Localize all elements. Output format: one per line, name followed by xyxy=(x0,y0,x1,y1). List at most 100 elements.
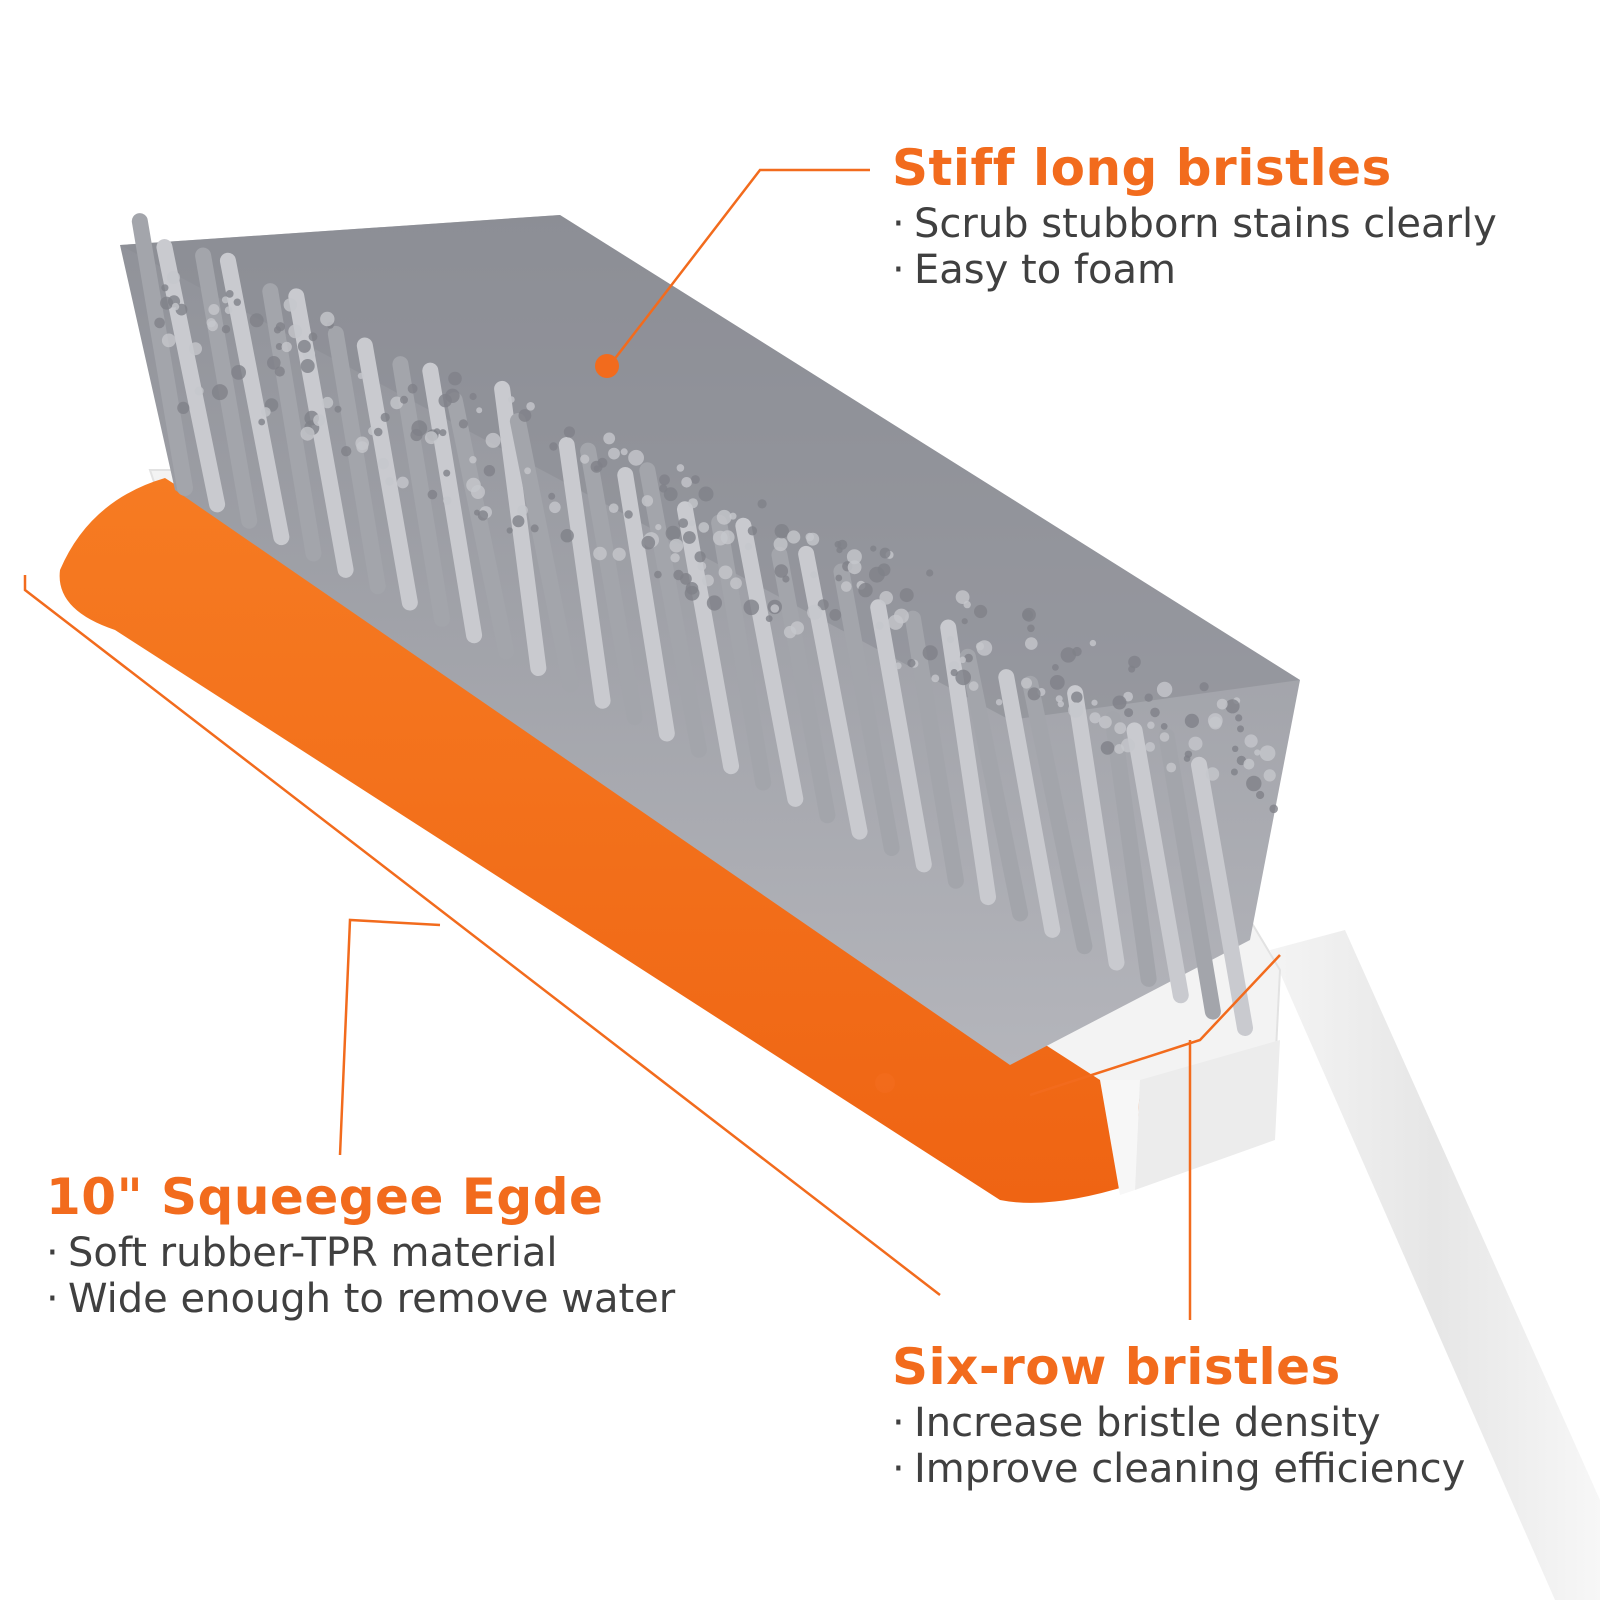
bristle-tip xyxy=(221,296,229,304)
bristle-tip xyxy=(670,553,680,563)
bristle-tip xyxy=(782,575,790,583)
bristle-tip xyxy=(888,614,904,630)
bristle-tip xyxy=(258,418,266,426)
bristle-tip xyxy=(1205,767,1220,781)
bristle-tip xyxy=(659,474,670,486)
bristle-tuft xyxy=(771,546,836,824)
bristle-marker-dot xyxy=(595,354,619,378)
bullet-icon: · xyxy=(892,1400,905,1446)
bristle-tip xyxy=(530,524,539,533)
feature-list: ·Scrub stubborn stains clearly ·Easy to … xyxy=(892,201,1497,293)
bullet-icon: · xyxy=(892,201,905,247)
bristle-tip xyxy=(458,419,468,429)
bristle-tip xyxy=(224,306,233,315)
bristle-tip xyxy=(846,549,862,565)
bristle-tip xyxy=(590,460,603,473)
bristle-tip xyxy=(267,356,281,370)
bristle-tip xyxy=(817,599,829,611)
bristle-tip xyxy=(829,609,842,621)
bristle-tip xyxy=(1027,687,1041,701)
bristle-tip xyxy=(907,659,916,668)
bristle-tip xyxy=(697,561,707,571)
bristle-tip xyxy=(663,487,678,502)
bristle-tip xyxy=(676,464,685,472)
bristle-tip xyxy=(1184,750,1193,758)
bristle-tip xyxy=(689,520,695,527)
bristle-tip xyxy=(274,366,285,377)
bristle-tip xyxy=(968,681,979,691)
bristle-tip xyxy=(718,565,733,580)
list-item: ·Easy to foam xyxy=(892,247,1176,293)
list-item: ·Soft rubber-TPR material xyxy=(46,1230,558,1276)
bristle-tip xyxy=(233,298,241,306)
bristle-tip xyxy=(424,431,438,445)
bristle-tip xyxy=(964,653,973,663)
bristle-tuft xyxy=(1067,685,1125,971)
bristle-tip xyxy=(593,546,607,561)
bristle-tip xyxy=(485,432,501,448)
bristle-tip xyxy=(469,456,477,464)
bristle-tip xyxy=(1089,639,1097,647)
bristle-tip xyxy=(225,290,234,298)
callout-title: Six-row bristles xyxy=(892,1338,1341,1396)
bristle-tufts xyxy=(131,213,1278,1036)
bristle-tip xyxy=(608,447,620,460)
bristle-tip xyxy=(231,365,247,380)
callout-title: 10" Squeegee Egde xyxy=(46,1168,604,1226)
bristle-tip xyxy=(744,542,753,551)
bristle-tip xyxy=(669,538,684,553)
bristle-tip xyxy=(875,621,884,630)
bristle-tip xyxy=(807,604,823,620)
bristle-tuft xyxy=(262,283,322,562)
bristle-tip xyxy=(177,401,190,414)
bristle-tip xyxy=(1121,738,1135,753)
bristle-tip xyxy=(189,342,202,356)
bristle-tuft xyxy=(558,437,611,709)
bullet-icon: · xyxy=(46,1230,59,1276)
bristle-tip xyxy=(524,467,531,475)
bristle-tip xyxy=(1071,691,1083,703)
bristle-tip xyxy=(869,566,885,583)
bristle-tip xyxy=(1216,698,1228,710)
bristle-tip xyxy=(1256,790,1265,800)
bristle-tip xyxy=(790,621,804,635)
bristle-tip xyxy=(377,458,389,470)
bristle-tip xyxy=(673,569,684,581)
callout-six-row-bristles: Six-row bristles ·Increase bristle densi… xyxy=(892,1338,1465,1492)
bristle-tip xyxy=(628,449,644,466)
bristle-tip xyxy=(300,359,315,373)
bristle-tip xyxy=(1060,647,1077,663)
bristle-tip xyxy=(1208,716,1222,730)
bristle-tip xyxy=(655,524,662,531)
bristle-tip xyxy=(161,284,169,292)
bristle-tip xyxy=(961,618,968,625)
bristle-tip xyxy=(308,332,318,342)
bristle-tip xyxy=(563,426,576,438)
bristle-tip xyxy=(548,492,556,500)
bristle-tip xyxy=(476,407,483,414)
bristle-tip xyxy=(407,383,418,394)
bristle-tip xyxy=(1244,734,1258,748)
bullet-icon: · xyxy=(46,1276,59,1322)
bristle-tip xyxy=(805,532,815,542)
bristle-tip xyxy=(1025,637,1038,650)
bristle-tip xyxy=(870,545,877,552)
bristle-tip xyxy=(995,699,1003,706)
bristle-tip xyxy=(300,426,315,441)
bristle-tip xyxy=(698,486,714,502)
bristle-tip xyxy=(654,570,662,579)
bristle-tip xyxy=(1166,762,1177,773)
bristle-tip xyxy=(847,560,862,575)
bristle-tip xyxy=(743,599,760,616)
bristle-tuft xyxy=(1104,711,1157,987)
bristle-tip xyxy=(1225,699,1240,714)
bristle-tip xyxy=(1123,691,1133,702)
bristle-tip xyxy=(787,530,801,544)
list-item: ·Scrub stubborn stains clearly xyxy=(892,201,1497,247)
bristle-tuft xyxy=(1022,675,1093,955)
bristle-tip xyxy=(357,372,364,379)
bristle-tip xyxy=(947,636,954,644)
bristle-tip xyxy=(641,535,656,550)
bristle-tip xyxy=(390,396,404,410)
bristle-tuft xyxy=(798,545,868,840)
